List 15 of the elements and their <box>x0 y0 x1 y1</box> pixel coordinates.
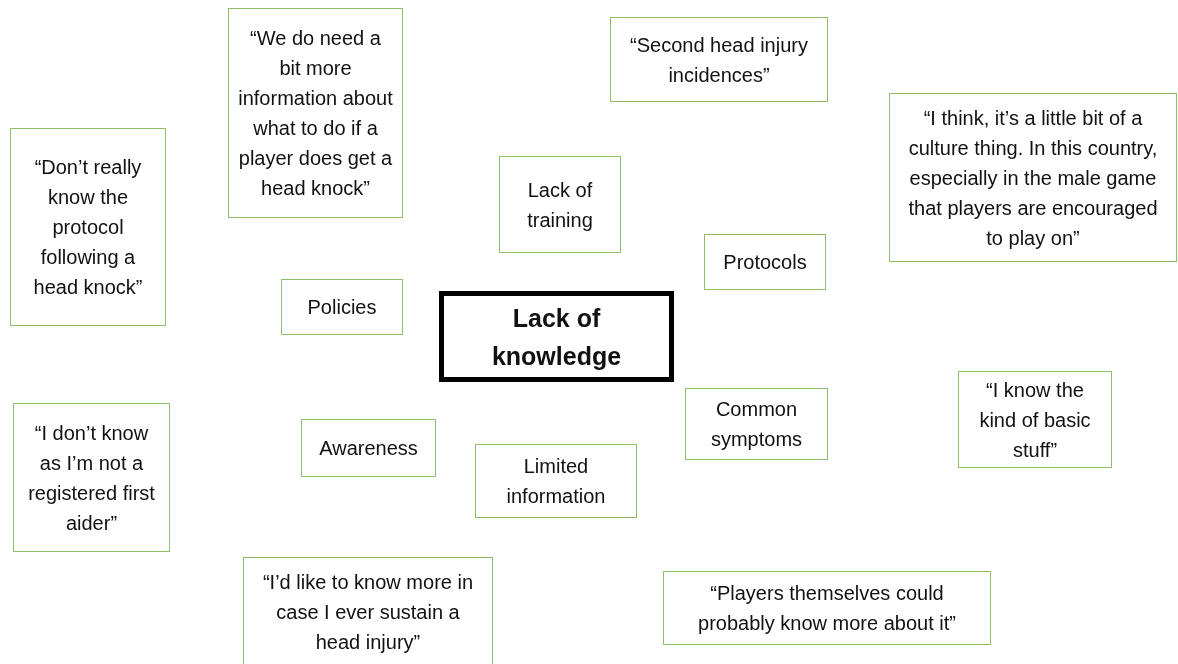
theme-box: Lack of training <box>499 156 621 253</box>
quote-box: “We do need a bit more information about what to do if a player does get a head knock” <box>228 8 403 218</box>
quote-box: “I’d like to know more in case I ever sustain a head injury” <box>243 557 493 664</box>
theme-box: Awareness <box>301 419 436 477</box>
theme-box: Policies <box>281 279 403 335</box>
theme-box: Limited information <box>475 444 637 518</box>
central-theme-box: Lack of knowledge <box>439 291 674 382</box>
quote-box: “I don’t know as I’m not a registered first aider” <box>13 403 170 552</box>
quote-box: “Second head injury incidences” <box>610 17 828 102</box>
quote-box: “I know the kind of basic stuff” <box>958 371 1112 468</box>
theme-box: Protocols <box>704 234 826 290</box>
quote-box: “I think, it’s a little bit of a culture thing. In this country, especially in the male game that players are encouraged to play on” <box>889 93 1177 262</box>
quote-box: “Players themselves could probably know more about it” <box>663 571 991 645</box>
quote-box: “Don’t really know the protocol following a head knock” <box>10 128 166 326</box>
theme-box: Common symptoms <box>685 388 828 460</box>
